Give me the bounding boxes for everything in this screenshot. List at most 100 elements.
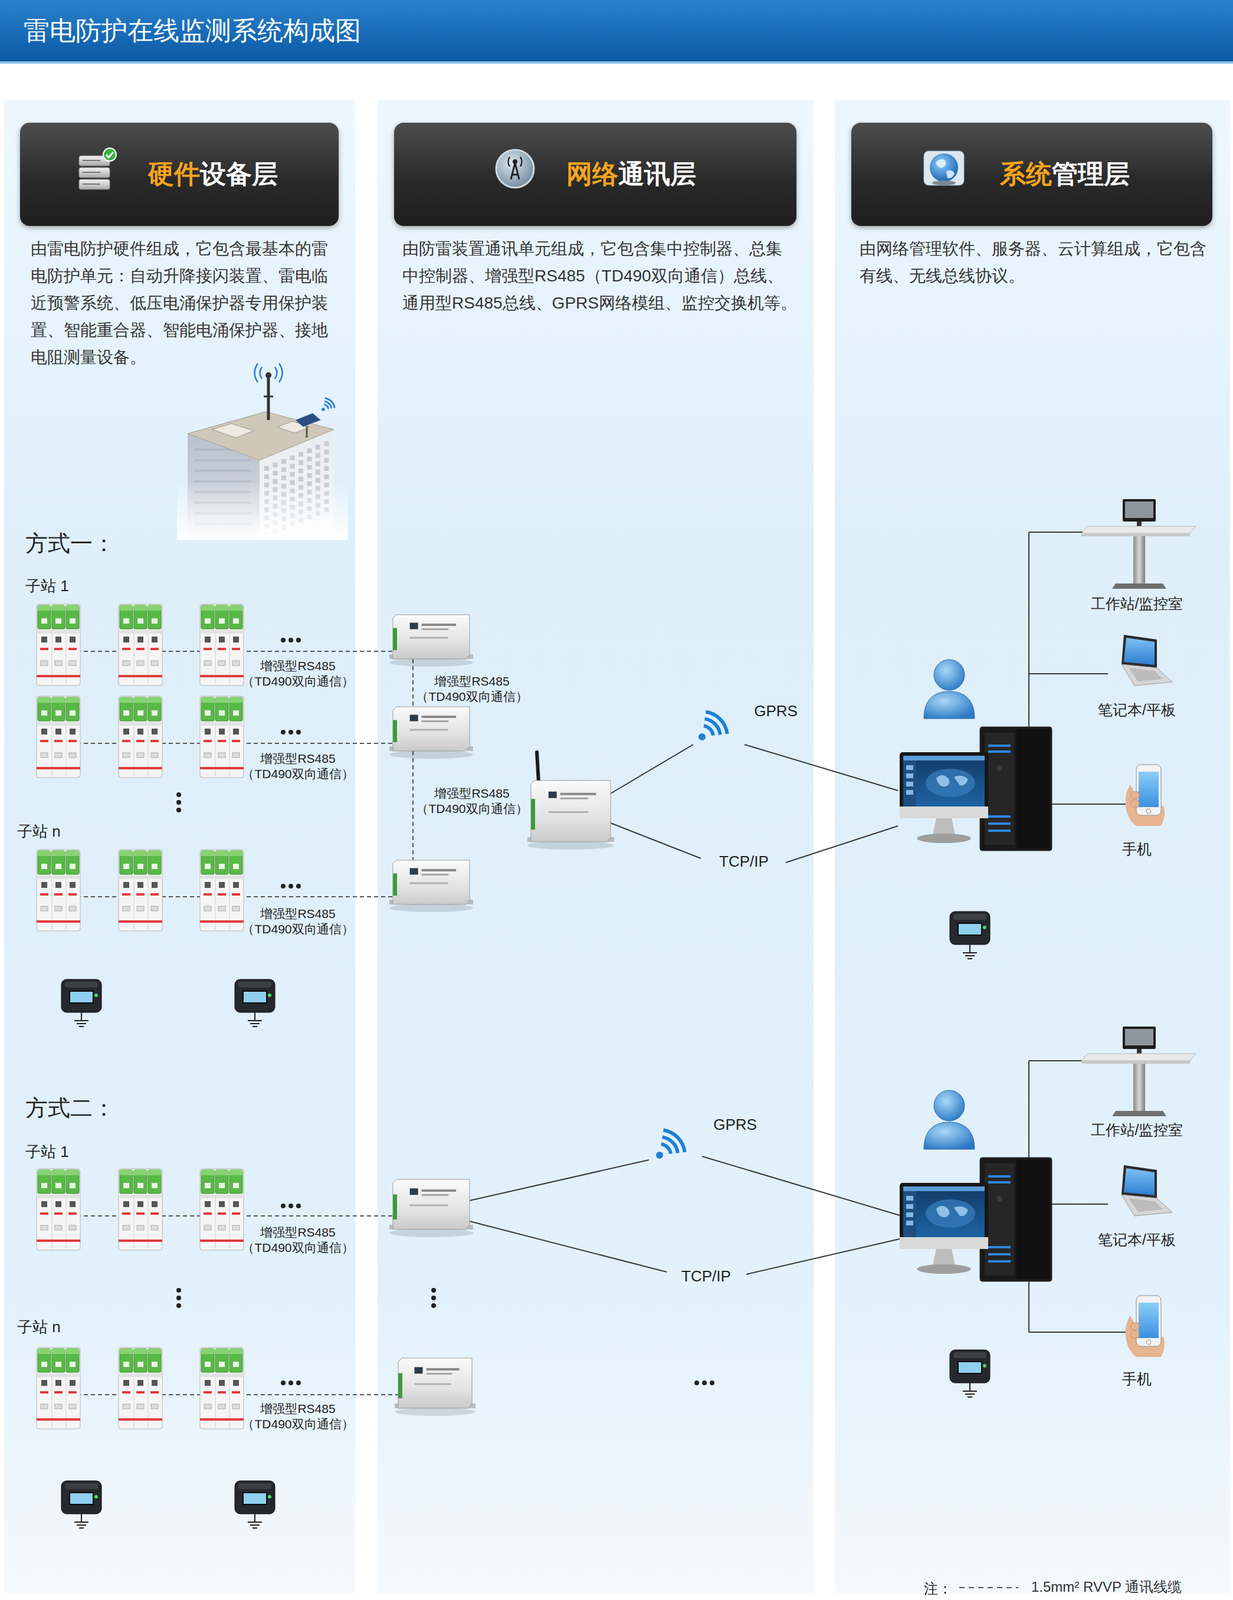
- surge-protector: [136, 1391, 145, 1394]
- building-illustration: [212, 423, 254, 438]
- surge-protector: [36, 1168, 81, 1251]
- surge-protector: [204, 618, 211, 624]
- ellipsis-dots: [431, 1295, 436, 1301]
- surge-protector: [137, 1379, 144, 1386]
- surge-protector: [199, 875, 244, 880]
- surge-protector: [137, 728, 144, 735]
- surge-protector: [123, 636, 130, 643]
- link-label: TCP/IP: [719, 851, 769, 872]
- surge-protector: [37, 697, 51, 721]
- phone-icon: [1125, 1295, 1165, 1357]
- ellipsis-dots: [280, 883, 286, 889]
- surge-protector: [36, 849, 81, 931]
- surge-protector: [204, 710, 211, 716]
- surge-protector: [203, 1391, 212, 1394]
- ellipsis-dots: [280, 729, 286, 735]
- surge-protector: [55, 728, 62, 735]
- computer-tower: [988, 815, 1011, 818]
- layer-panel: 网络通讯层由防雷装置通讯单元组成，它包含集中控制器、总集中控制器、增强型RS48…: [377, 100, 814, 1593]
- surge-protector: [148, 697, 162, 703]
- ellipsis-dots: [280, 1203, 286, 1209]
- surge-protector: [122, 893, 131, 896]
- concentrator-controller: [392, 860, 470, 905]
- surge-protector: [119, 697, 133, 721]
- surge-protector: [148, 1348, 162, 1373]
- surge-protector: [218, 1379, 225, 1386]
- surge-protector: [37, 1348, 51, 1354]
- link-line: [469, 1221, 667, 1272]
- surge-protector: [233, 1182, 239, 1189]
- legend-entry: 1.5mm² RVVP 通讯线缆: [956, 1578, 1182, 1596]
- surge-protector: [204, 906, 212, 911]
- surge-protector: [199, 604, 244, 686]
- ground-resistance-meter: [953, 913, 987, 920]
- surge-protector: [123, 1379, 130, 1386]
- surge-protector: [133, 697, 147, 721]
- signal-icon: [705, 710, 730, 735]
- surge-protector: [40, 752, 48, 758]
- surge-protector: [233, 863, 239, 869]
- surge-protector: [199, 1418, 244, 1421]
- surge-protector: [201, 697, 215, 721]
- surge-protector: [203, 893, 212, 896]
- surge-protector: [36, 1418, 81, 1421]
- surge-protector: [54, 660, 62, 666]
- surge-protector: [55, 1201, 62, 1208]
- surge-protector: [229, 1169, 243, 1176]
- building-illustration: [264, 466, 270, 471]
- surge-protector: [133, 697, 147, 703]
- ellipsis-dots: [431, 1287, 436, 1308]
- ellipsis-dots: [280, 729, 301, 735]
- surge-protector: [229, 605, 243, 629]
- layer-icon: [79, 167, 110, 178]
- surge-protector: [201, 1348, 215, 1373]
- terminal-label: 笔记本/平板: [1097, 700, 1176, 720]
- ellipsis-dots: [176, 1287, 182, 1293]
- ground-resistance-meter: [234, 1480, 275, 1528]
- surge-protector: [41, 636, 48, 643]
- computer-monitor: [925, 1199, 976, 1228]
- surge-protector: [54, 1404, 62, 1409]
- gprs-controller: [530, 780, 611, 842]
- surge-protector: [54, 647, 63, 651]
- surge-protector: [137, 1182, 144, 1189]
- workstation-icon: [1112, 583, 1167, 589]
- surge-protector: [218, 863, 225, 869]
- terminal-label: 工作站/监控室: [1090, 594, 1184, 613]
- surge-protector: [66, 697, 80, 703]
- workstation-icon: [1081, 526, 1196, 534]
- surge-protector: [201, 605, 215, 611]
- surge-protector: [218, 1225, 226, 1231]
- layer-icon: [103, 148, 117, 162]
- surge-protector: [55, 1379, 62, 1386]
- concentrator-controller: [392, 720, 398, 743]
- ground-resistance-meter: [949, 1349, 990, 1398]
- surge-protector: [122, 1391, 131, 1394]
- surge-protector: [51, 1169, 65, 1194]
- concentrator-controller: [421, 715, 457, 718]
- computer-monitor: [916, 1264, 972, 1274]
- computer-tower: [1016, 1159, 1050, 1280]
- layer-icon: [496, 149, 534, 188]
- building-illustration: [263, 395, 274, 398]
- ground-resistance-meter: [962, 952, 977, 954]
- surge-protector: [40, 1404, 48, 1409]
- link-label: GPRS: [753, 701, 798, 721]
- ground-resistance-meter: [79, 1527, 84, 1529]
- building-illustration: [298, 476, 304, 482]
- surge-protector: [215, 697, 229, 703]
- building-illustration: [290, 463, 295, 469]
- surge-protector: [204, 881, 211, 888]
- bus-label: 增强型RS485 （TD490双向通信）: [240, 658, 356, 690]
- surge-protector: [122, 1212, 131, 1215]
- surge-protector: [151, 863, 158, 869]
- surge-protector: [231, 1212, 241, 1215]
- building-illustration: [294, 412, 321, 428]
- computer-monitor: [936, 775, 969, 787]
- ground-resistance-meter: [250, 1022, 260, 1025]
- concentrator-controller: [389, 903, 474, 913]
- surge-protector: [66, 850, 80, 875]
- surge-protector: [51, 697, 65, 703]
- concentrator-controller: [410, 637, 449, 639]
